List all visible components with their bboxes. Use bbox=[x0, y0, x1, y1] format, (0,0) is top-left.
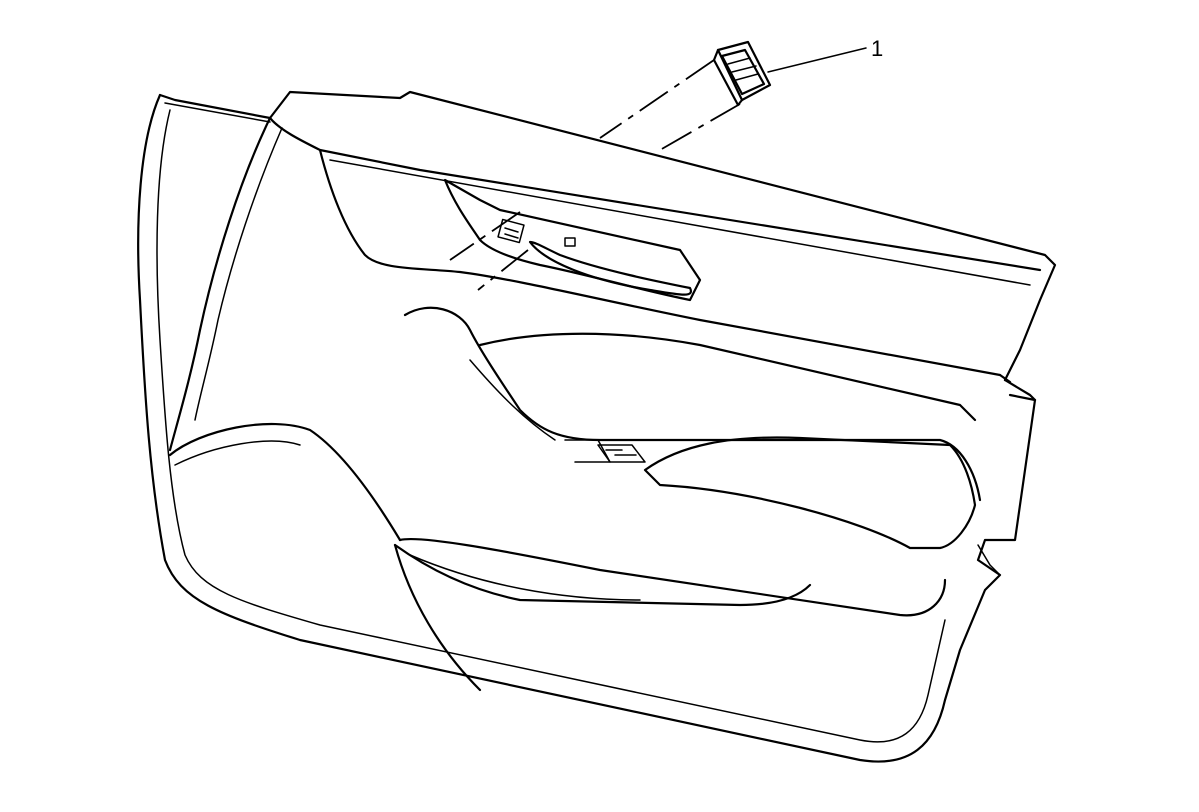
map-pocket bbox=[168, 422, 947, 692]
armrest-inner-pocket bbox=[478, 332, 977, 422]
install-guide-line-right-lower bbox=[477, 249, 529, 291]
lower-panel-crease-inner bbox=[174, 440, 301, 466]
armrest bbox=[403, 306, 982, 550]
callout-1: 1 bbox=[767, 36, 883, 73]
upper-trim-left-sweep-inner bbox=[194, 127, 283, 421]
lower-panel-crease bbox=[168, 422, 402, 542]
upper-trim-outline bbox=[268, 116, 1042, 272]
panel-top-edge bbox=[158, 90, 1057, 382]
lock-switch-detail bbox=[504, 227, 519, 239]
handle-pocket bbox=[443, 178, 702, 302]
map-pocket-inner bbox=[409, 554, 641, 601]
armrest-upper-surface bbox=[403, 306, 982, 502]
install-guide-line-right bbox=[659, 103, 741, 151]
lock-switch bbox=[497, 218, 525, 244]
armrest-pocket-edge bbox=[469, 359, 556, 441]
upper-trim-lower-edge bbox=[318, 148, 1002, 377]
switch-rocker bbox=[727, 57, 759, 81]
install-guide-line-left-lower bbox=[449, 211, 521, 261]
upper-trim-left-sweep bbox=[168, 116, 272, 452]
lower-panel-sweep bbox=[393, 543, 482, 692]
map-pocket-lip bbox=[393, 543, 812, 607]
door-handle bbox=[528, 240, 693, 296]
panel-outer-contour bbox=[137, 93, 1037, 763]
map-pocket-outline bbox=[398, 537, 947, 617]
window-switch-detail bbox=[605, 449, 637, 456]
panel-right-notch bbox=[977, 544, 1001, 576]
switch-exploded bbox=[449, 40, 772, 291]
handle-clip bbox=[564, 237, 576, 247]
panel-right-flange bbox=[998, 373, 1037, 402]
upper-trim-crease bbox=[329, 159, 1031, 286]
switch-side bbox=[712, 48, 744, 107]
armrest-front-pad bbox=[643, 436, 977, 550]
handle-pocket-outline bbox=[443, 178, 702, 302]
switch-housing bbox=[716, 40, 772, 102]
switch-housing-face bbox=[720, 48, 766, 96]
window-switch bbox=[597, 444, 646, 463]
callout-1-leader bbox=[767, 47, 867, 73]
upper-trim bbox=[168, 116, 1042, 452]
armrest-switch-bezel bbox=[564, 439, 611, 463]
door-trim-panel bbox=[137, 90, 1057, 763]
callout-1-label: 1 bbox=[871, 36, 883, 61]
panel-top-edge-inner bbox=[164, 102, 271, 123]
panel-inner-contour bbox=[156, 109, 946, 743]
install-guide-line-left bbox=[599, 59, 715, 139]
